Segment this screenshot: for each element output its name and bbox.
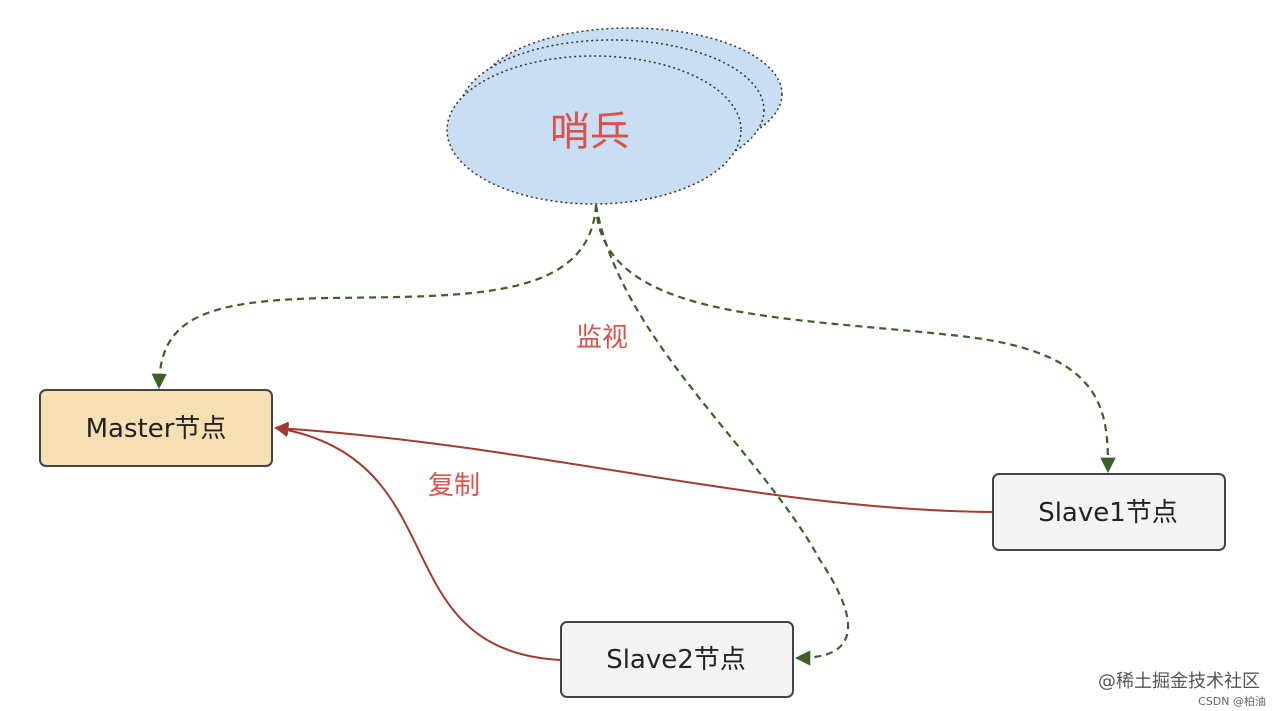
- replicate-edge-slave1-to-master: [274, 421, 993, 513]
- master-node-label: Master节点: [86, 414, 227, 444]
- watermark-csdn: CSDN @柏油: [1198, 695, 1266, 708]
- slave2-node[interactable]: Slave2节点: [560, 621, 794, 698]
- slave1-node-label: Slave1节点: [1038, 498, 1178, 528]
- sentinel-group[interactable]: 哨兵: [446, 27, 783, 205]
- watermark-juejin: @稀土掘金技术社区: [1098, 671, 1260, 692]
- sentinel-label: 哨兵: [550, 109, 630, 155]
- monitor-edge-to-slave1: [594, 204, 1116, 474]
- master-node-box: [39, 389, 273, 467]
- slave2-node-box: [560, 621, 794, 698]
- slave1-node[interactable]: Slave1节点: [992, 473, 1226, 551]
- replicate-edge-label: 复制: [428, 471, 480, 501]
- monitor-edge-label: 监视: [576, 323, 628, 353]
- master-node[interactable]: Master节点: [39, 389, 273, 467]
- slave1-node-box: [992, 473, 1226, 551]
- monitor-edge-to-master: [151, 204, 598, 390]
- sentinel-ellipse-front: [446, 55, 742, 205]
- slave2-node-label: Slave2节点: [606, 645, 746, 675]
- replicate-edge-slave2-to-master: [274, 423, 562, 661]
- monitor-edge-to-slave2: [594, 204, 850, 666]
